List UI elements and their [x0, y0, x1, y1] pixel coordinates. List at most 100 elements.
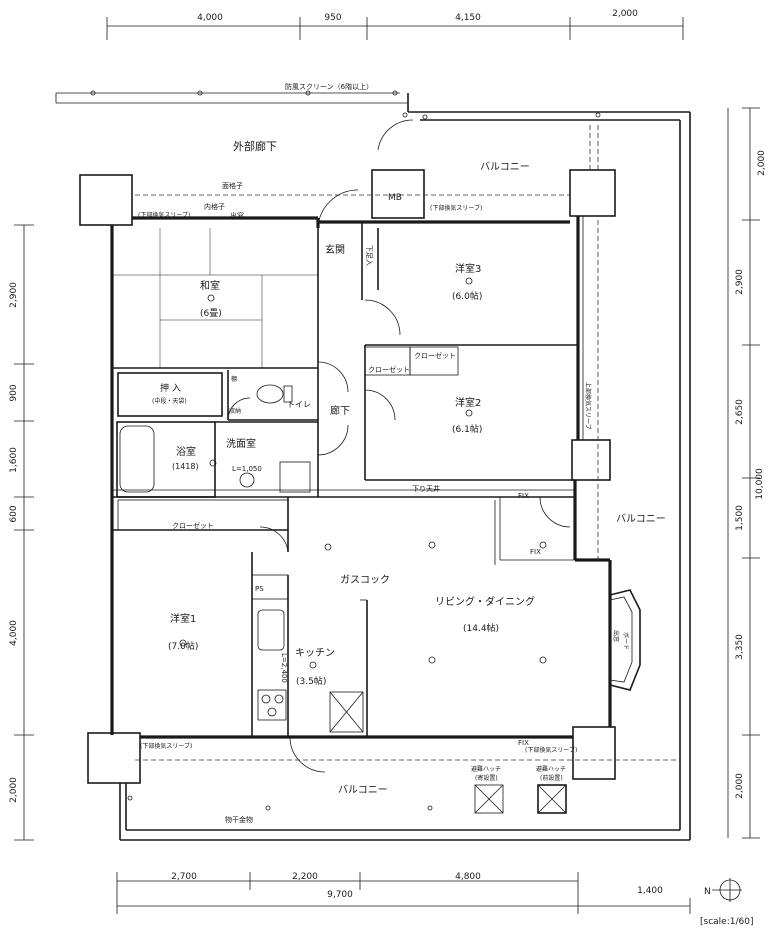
- dim-right-2: 2,900: [735, 269, 745, 295]
- stove: [257, 689, 287, 721]
- dim-left-2: 900: [9, 384, 19, 401]
- genkan-label: 玄関: [325, 243, 345, 256]
- dim-right-3: 2,650: [735, 399, 745, 425]
- hatch2-sub: (前設置): [540, 774, 563, 782]
- dim-top-4: 2,000: [612, 9, 638, 19]
- sleeve-top-right-label: (下部換気スリーブ): [430, 204, 482, 212]
- living-label: リビング・ダイニング: [435, 595, 535, 608]
- pillars: [79, 169, 616, 784]
- balcony-bottom-label: バルコニー: [338, 784, 388, 796]
- bath-label: 浴室: [176, 445, 196, 458]
- dim-bottom-3: 4,800: [455, 872, 481, 882]
- kitchen-label: キッチン: [295, 647, 335, 659]
- inner-railing-label: 内格子: [204, 202, 225, 211]
- svg-text:N: N: [704, 887, 711, 897]
- sleeve-bottom-left-label: (下部換気スリーブ): [140, 742, 192, 750]
- top-dimension-line: 4,000 950 4,150 2,000: [106, 9, 684, 40]
- sink: [257, 609, 285, 651]
- balcony-top-label: バルコニー: [480, 161, 530, 173]
- oshiire-label: 押 入: [160, 382, 181, 394]
- bottom-dimension-line: 2,700 2,200 4,800 9,700 1,400: [116, 872, 691, 914]
- washitsu-label: 和室: [200, 279, 220, 292]
- hatch-2: [537, 784, 567, 814]
- windscreen-label: 防風スクリーン（6階以上）: [285, 82, 373, 91]
- washroom-label: 洗面室: [226, 437, 256, 450]
- light-fixtures: [179, 277, 547, 669]
- bay-window: [609, 589, 641, 691]
- dim-top-2: 950: [324, 13, 341, 23]
- basin-length: L=1,050: [232, 465, 262, 473]
- right-dimension-line: 2,000 2,900 2,650 10,000 1,500 3,350 2,0…: [727, 107, 767, 839]
- corridor-label: 外部廊下: [233, 139, 277, 153]
- pillar-ne: [569, 169, 616, 217]
- dim-right-total: 10,000: [755, 468, 765, 500]
- outer-boundary: [55, 90, 691, 841]
- closet-bottom-label: クローゼット: [172, 521, 214, 530]
- yoshitsu3-size: (6.0帖): [452, 290, 482, 302]
- pillar-nw: [79, 174, 133, 226]
- mb-label: MB: [388, 193, 402, 203]
- scale-label: [scale:1/60]: [700, 917, 753, 927]
- dim-left-5: 4,000: [9, 620, 19, 646]
- tatami: [112, 228, 318, 368]
- fix3-label: FIX: [518, 739, 529, 747]
- yoshitsu2-label: 洋室2: [455, 396, 481, 409]
- dim-bottom-right: 1,400: [637, 886, 663, 896]
- sleeve-bottom-right-label: (下部換気スリーブ): [525, 746, 577, 754]
- dim-right-5: 3,350: [735, 634, 745, 660]
- dim-bottom-1: 2,700: [171, 872, 197, 882]
- fix2-label: FIX: [530, 548, 541, 556]
- dim-left-4: 600: [9, 505, 19, 522]
- dim-bottom-2: 2,200: [292, 872, 318, 882]
- bay-side-label: ボード: [622, 632, 630, 650]
- yoshitsu1-label: 洋室1: [170, 612, 196, 625]
- gas-cock-label: ガスコック: [340, 574, 390, 586]
- hatch-1: [474, 784, 504, 814]
- pillar-sw: [87, 732, 141, 784]
- sleeve-right-label: 上部換気スリーブ: [584, 382, 592, 430]
- hatch2-label: 避難ハッチ: [536, 765, 566, 773]
- dim-left-6: 2,000: [9, 777, 19, 803]
- bay-desk-label: 出窓: [612, 630, 620, 642]
- hallway-label: 廊下: [330, 404, 350, 417]
- hatch1-sub: (寄設置): [475, 774, 498, 782]
- yoshitsu1-size: (7.0帖): [168, 640, 198, 652]
- toilet-fixture: [256, 384, 284, 404]
- fix1-label: FIX: [518, 492, 529, 500]
- drying-label: 物干金物: [225, 815, 253, 824]
- hatch1-label: 避難ハッチ: [471, 765, 501, 773]
- pillar-e: [571, 439, 611, 481]
- railing-label: 面格子: [222, 181, 243, 190]
- bath-size: (1418): [172, 462, 199, 471]
- left-dimension-line: 2,900 900 1,600 600 4,000 2,000: [9, 224, 34, 841]
- window-label: 出窓: [230, 211, 244, 220]
- sleeve-top-left-label: (下部換気スリーブ): [138, 211, 190, 219]
- doors: [227, 119, 571, 773]
- storage-small-label: 収納: [229, 407, 241, 415]
- closet1-label: クローゼット: [414, 351, 456, 360]
- living-size: (14.4帖): [463, 622, 499, 634]
- closet2-label: クローゼット: [368, 365, 410, 374]
- shelf-label: 棚: [231, 375, 237, 383]
- ps-label: PS: [255, 585, 264, 593]
- dim-left-1: 2,900: [9, 282, 19, 308]
- dim-right-6: 2,000: [735, 773, 745, 799]
- oshiire-sub: (中段・天袋): [152, 397, 187, 405]
- interior-walls: [112, 222, 578, 737]
- dim-bottom-total: 9,700: [327, 890, 353, 900]
- toilet-label: トイレ: [287, 400, 311, 409]
- bathtub: [119, 425, 155, 493]
- dim-top-3: 4,150: [455, 13, 481, 23]
- dim-right-1: 2,000: [757, 150, 767, 176]
- shoe-label: 下足入: [365, 245, 373, 266]
- washbasin: [239, 472, 255, 488]
- dim-right-4: 1,500: [735, 505, 745, 531]
- pillar-se: [572, 726, 616, 780]
- washitsu-size: (6畳): [200, 308, 222, 319]
- balcony-right-label: バルコニー: [616, 513, 666, 525]
- counter-length: L=2,400: [280, 653, 288, 683]
- dim-top-1: 4,000: [197, 13, 223, 23]
- kitchen-size: (3.5帖): [296, 675, 326, 687]
- yoshitsu2-size: (6.1帖): [452, 423, 482, 435]
